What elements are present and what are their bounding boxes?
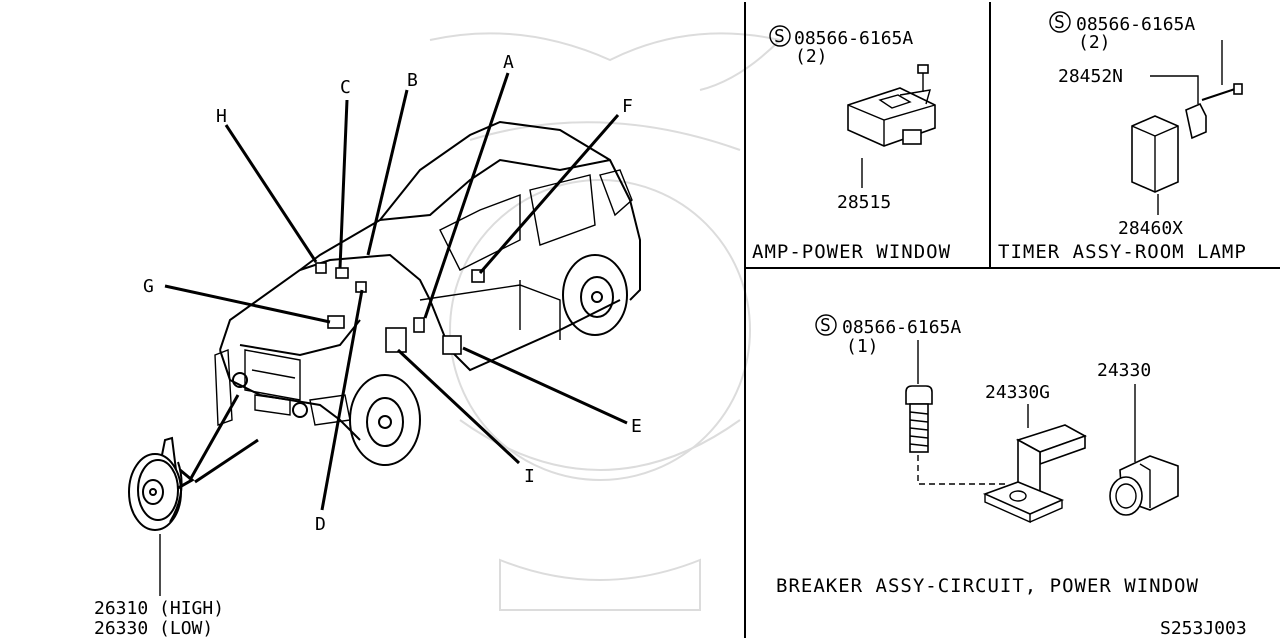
panel-borders: [744, 2, 1280, 638]
amp-screw-symbol: S: [774, 26, 785, 47]
callout-leaders: [164, 72, 628, 511]
timer-screw-symbol: S: [1054, 12, 1065, 33]
timer-bolt-part: 08566-6165A: [1076, 14, 1195, 35]
horn-illustration: [128, 394, 259, 596]
callout-a: A: [503, 52, 514, 73]
amp-part-number: 28515: [837, 192, 891, 213]
callout-e: E: [631, 416, 642, 437]
callout-b: B: [407, 70, 418, 91]
callout-i: I: [524, 466, 535, 487]
amp-caption: AMP-POWER WINDOW: [752, 241, 951, 263]
amp-bolt-part: 08566-6165A: [794, 28, 913, 49]
panel-breaker: S 08566-6165A (1) 24330G 24330 BREAKER A…: [776, 314, 1199, 597]
watermark-emblem: [429, 32, 782, 611]
panel-timer-room-lamp: S 08566-6165A (2) 28452N 28460X TIMER AS…: [998, 11, 1247, 263]
panel-amp-power-window: S 08566-6165A (2) 28515 AMP-POWER WINDOW: [752, 25, 951, 263]
callout-f: F: [622, 96, 633, 117]
callout-labels: A B C D E F G H I: [143, 52, 642, 535]
callout-d: D: [315, 514, 326, 535]
callout-g: G: [143, 276, 154, 297]
vehicle-illustration: [214, 120, 641, 466]
diagram-code: S253J003: [1160, 618, 1247, 638]
timer-bolt-qty: (2): [1078, 32, 1111, 53]
callout-c: C: [340, 77, 351, 98]
horn-part-high: 26310 (HIGH): [94, 598, 224, 619]
breaker-bolt-qty: (1): [846, 336, 879, 357]
breaker-part-number: 24330: [1097, 360, 1151, 381]
timer-caption: TIMER ASSY-ROOM LAMP: [998, 241, 1247, 263]
amp-bolt-qty: (2): [795, 46, 828, 67]
breaker-screw-symbol: S: [820, 315, 831, 336]
callout-h: H: [216, 106, 227, 127]
breaker-bracket-part: 24330G: [985, 382, 1050, 403]
horn-part-low: 26330 (LOW): [94, 618, 213, 638]
timer-bracket-part: 28452N: [1058, 66, 1123, 87]
timer-part-number: 28460X: [1118, 218, 1183, 239]
breaker-bolt-part: 08566-6165A: [842, 317, 961, 338]
breaker-caption: BREAKER ASSY-CIRCUIT, POWER WINDOW: [776, 575, 1199, 597]
